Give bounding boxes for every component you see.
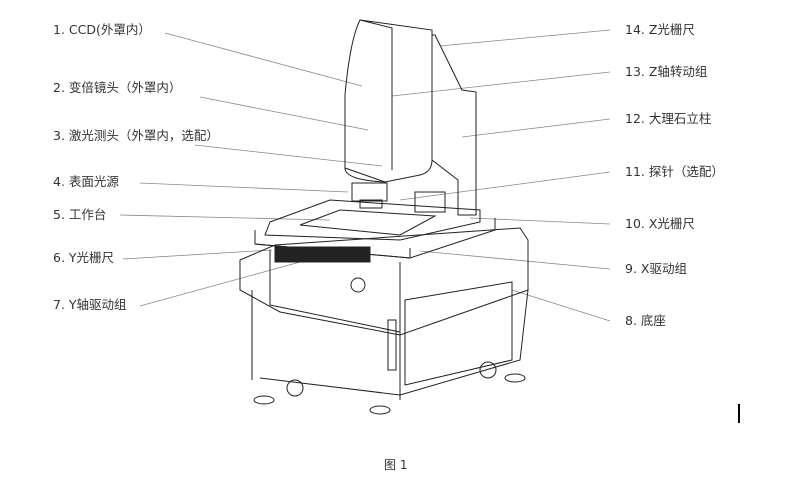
casters xyxy=(253,361,526,415)
label-z-drive: 13. Z轴转动组 xyxy=(625,64,708,79)
text-cursor xyxy=(738,404,740,423)
label-base: 8. 底座 xyxy=(625,313,666,328)
label-marble-column: 12. 大理石立柱 xyxy=(625,111,712,126)
label-laser-probe: 3. 激光测头（外罩内，选配） xyxy=(53,128,219,143)
camera-head-cover xyxy=(344,19,433,209)
label-ccd: 1. CCD(外罩内） xyxy=(53,22,151,37)
label-y-scale: 6. Y光栅尺 xyxy=(53,250,115,265)
leader-lines xyxy=(119,29,611,322)
base xyxy=(239,227,529,415)
figure-caption: 图 1 xyxy=(384,458,408,472)
label-worktable: 5. 工作台 xyxy=(53,207,107,222)
marble-column xyxy=(431,34,477,216)
label-z-scale: 14. Z光栅尺 xyxy=(625,22,695,37)
label-surface-light: 4. 表面光源 xyxy=(53,174,119,189)
label-y-drive: 7. Y轴驱动组 xyxy=(53,297,127,312)
label-x-drive: 9. X驱动组 xyxy=(625,261,687,276)
label-probe: 11. 探针（选配） xyxy=(625,164,724,179)
label-x-scale: 10. X光栅尺 xyxy=(625,216,695,231)
label-zoom-lens: 2. 变倍镜头（外罩内） xyxy=(53,80,182,95)
probe-bracket xyxy=(414,191,446,213)
